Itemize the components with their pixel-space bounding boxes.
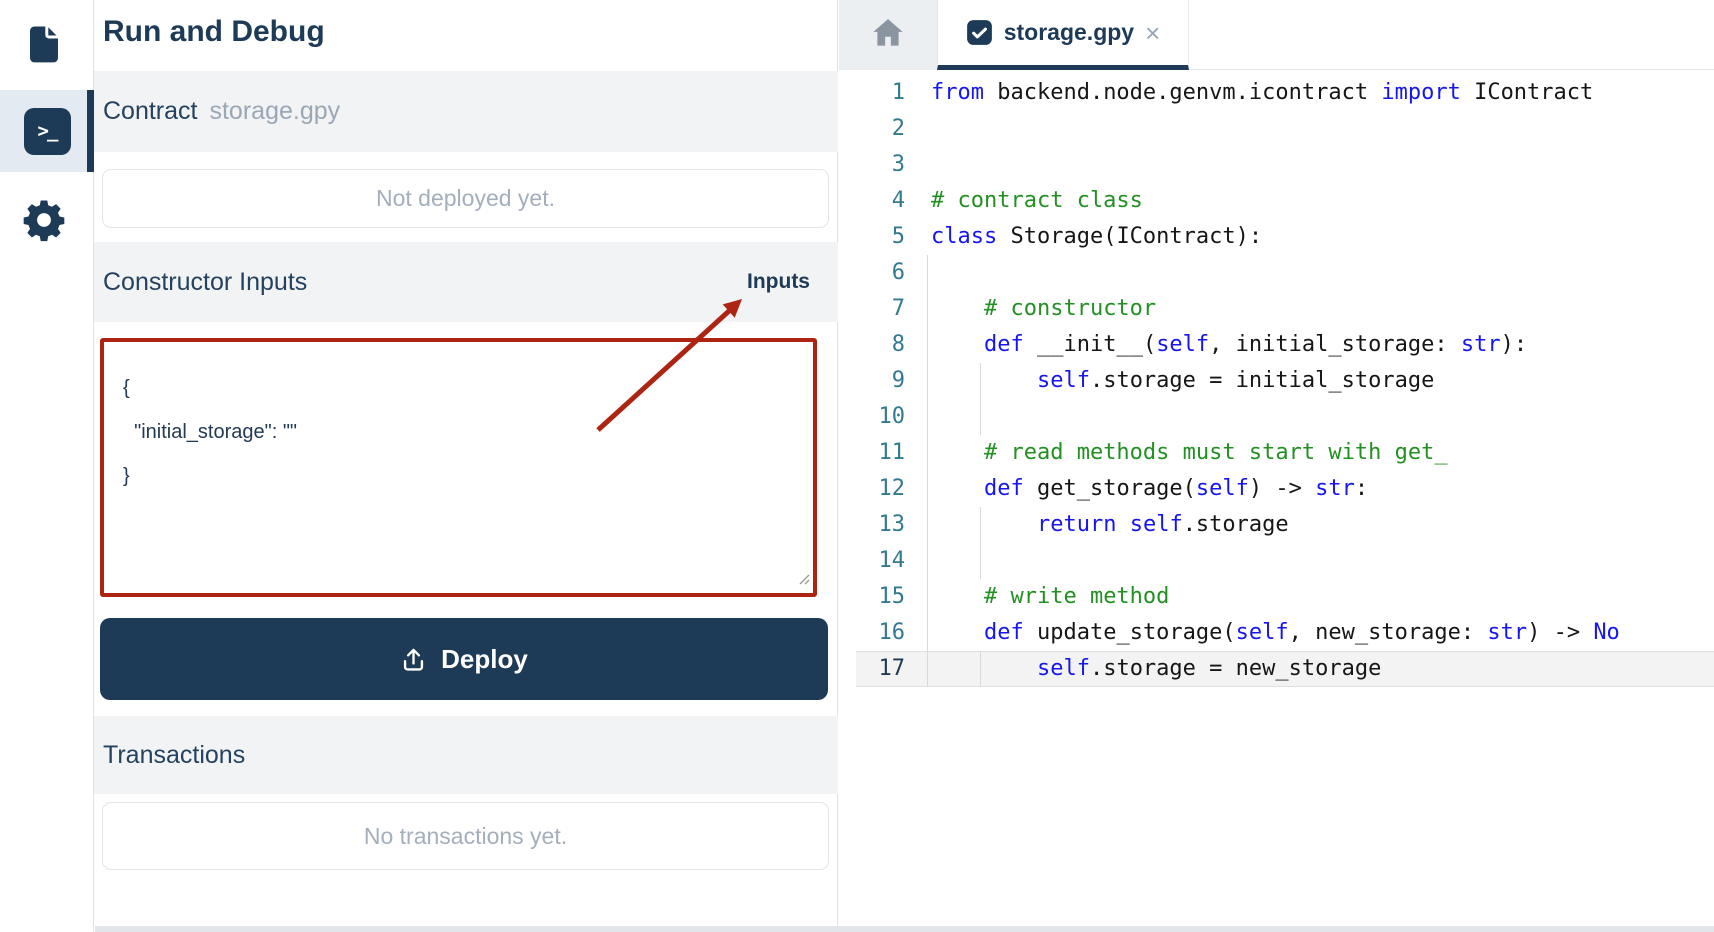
gear-icon: [21, 197, 67, 248]
code-line: class Storage(IContract):: [931, 224, 1263, 249]
json-editor-line: }: [123, 465, 130, 487]
contract-label: Contract: [103, 97, 198, 125]
home-button[interactable]: [839, 0, 937, 70]
active-indicator: [87, 90, 94, 172]
code-line: from backend.node.genvm.icontract import…: [931, 80, 1594, 105]
code-line: # write method: [983, 584, 1170, 609]
sidebar-item-run-debug[interactable]: >_: [0, 90, 94, 172]
run-debug-panel: Run and Debug Contract storage.gpy Not d…: [94, 0, 838, 932]
transactions-section-header: Transactions: [94, 716, 838, 794]
code-line: return self.storage: [1036, 512, 1289, 537]
contract-filename: storage.gpy: [209, 97, 341, 125]
code-line: [931, 255, 1621, 291]
line-number: 3: [891, 152, 905, 177]
deploy-status-box: Not deployed yet.: [102, 169, 829, 228]
line-number: 15: [878, 584, 906, 609]
code-line: self.storage = new_storage: [1036, 656, 1382, 681]
line-number: 17: [878, 656, 906, 681]
page-title: Run and Debug: [103, 15, 325, 48]
terminal-icon: >_: [23, 107, 71, 155]
line-number: 12: [878, 476, 906, 501]
tab-label: storage.gpy: [1003, 19, 1135, 45]
line-number: 11: [878, 440, 906, 465]
line-number: 14: [878, 548, 906, 573]
line-number: 8: [891, 332, 905, 357]
code-line: def __init__(self, initial_storage: str)…: [983, 332, 1528, 357]
resize-grip-icon[interactable]: [794, 569, 811, 591]
line-number: 16: [878, 620, 906, 645]
indent-guide: [927, 255, 928, 687]
code-line: [931, 399, 1621, 435]
deploy-button[interactable]: Deploy: [100, 618, 828, 700]
json-editor-line: "initial_storage": "": [123, 421, 298, 443]
code-line: # constructor: [983, 296, 1157, 321]
code-lines: from backend.node.genvm.icontract import…: [931, 75, 1621, 687]
code-line: [931, 111, 1621, 147]
indent-guide: [980, 651, 981, 687]
sidebar-item-files[interactable]: [0, 18, 88, 74]
tab-storage-gpy[interactable]: storage.gpy ×: [937, 0, 1189, 70]
code-line: def get_storage(self) -> str:: [983, 476, 1369, 501]
close-icon[interactable]: ×: [1145, 17, 1161, 48]
code-line: # contract class: [931, 188, 1143, 213]
code-line: [931, 147, 1621, 183]
deploy-button-label: Deploy: [441, 643, 528, 674]
checked-icon: [966, 19, 993, 46]
indent-guide: [980, 507, 981, 579]
line-number: 4: [891, 188, 905, 213]
json-editor-line: {: [123, 377, 130, 399]
home-icon: [869, 14, 907, 57]
code-line: # read methods must start with get_: [983, 440, 1448, 465]
line-number: 2: [891, 116, 905, 141]
line-number: 5: [891, 224, 905, 249]
line-number: 6: [891, 260, 905, 285]
line-number: 13: [878, 512, 906, 537]
sidebar-item-settings[interactable]: [0, 196, 88, 248]
contract-section-header: Contract storage.gpy: [94, 71, 838, 152]
constructor-label: Constructor Inputs: [103, 267, 308, 296]
icon-sidebar: >_: [0, 0, 94, 932]
line-number: 1: [891, 80, 905, 105]
editor-tab-bar: storage.gpy ×: [839, 0, 1714, 70]
code-line: def update_storage(self, new_storage: st…: [983, 620, 1621, 645]
indent-guide: [980, 363, 981, 435]
code-line: self.storage = initial_storage: [1036, 368, 1435, 393]
line-number: 9: [891, 368, 905, 393]
constructor-inputs-editor[interactable]: { "initial_storage": ""}: [100, 338, 817, 597]
inputs-tab[interactable]: Inputs: [747, 270, 810, 293]
upload-icon: [400, 646, 427, 673]
line-number: 7: [891, 296, 905, 321]
code-line: [931, 543, 1621, 579]
horizontal-scrollbar[interactable]: [95, 926, 1714, 932]
constructor-section-header: Constructor Inputs Inputs: [94, 242, 838, 322]
transactions-label: Transactions: [103, 740, 246, 769]
current-line-highlight: [856, 651, 1714, 687]
document-icon: [23, 21, 65, 72]
transactions-empty-box: No transactions yet.: [102, 802, 829, 870]
line-number: 10: [878, 404, 906, 429]
